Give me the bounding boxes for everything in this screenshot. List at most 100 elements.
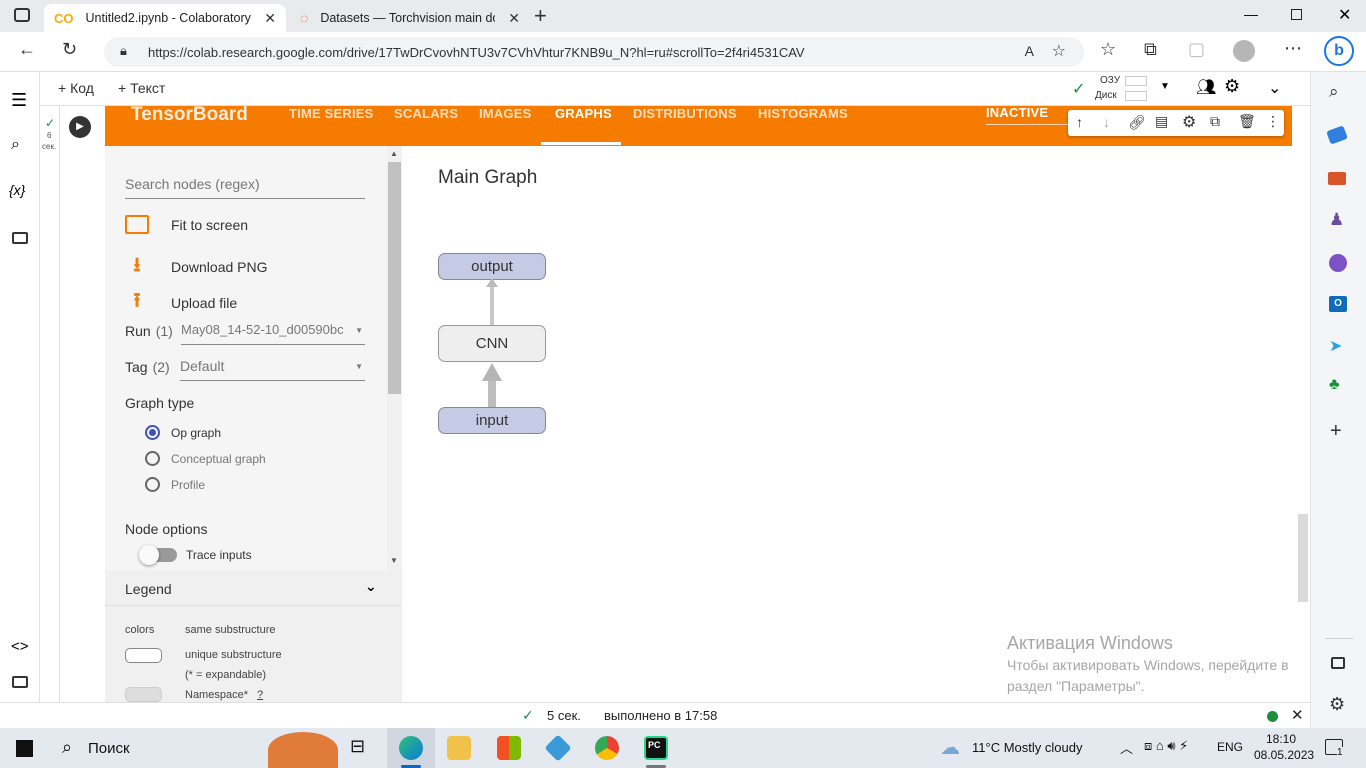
tray-icons[interactable]: ⧈ ⌂ 🔊︎ ⚡︎ [1144,738,1189,753]
new-tab-icon[interactable]: + [534,3,547,28]
telegram-icon[interactable]: ➤ [1329,338,1343,355]
download-png-button[interactable]: ⭳ Download PNG [125,250,268,284]
close-window-icon[interactable]: ✕ [1338,7,1352,24]
avatar[interactable] [1233,40,1255,62]
search-nodes-input[interactable]: Search nodes (regex) [125,176,365,199]
tab-distributions[interactable]: DISTRIBUTIONS [633,106,737,121]
add-text-button[interactable]: + Текст [118,80,166,96]
chevron-up-icon[interactable]: ︿ [1120,741,1134,756]
microsoft365-icon[interactable] [1329,254,1347,272]
scrollbar-thumb[interactable] [388,162,401,394]
variables-icon[interactable]: {x} [9,182,26,198]
page-scrollbar[interactable] [1296,106,1310,702]
terminal-icon[interactable] [12,676,28,688]
legend-help-link[interactable]: ? [257,689,264,701]
toggle-switch[interactable] [139,545,177,565]
chrome-app-icon[interactable] [595,736,619,760]
language-indicator[interactable]: ENG [1217,740,1244,754]
tools-icon[interactable] [1328,172,1346,185]
toc-icon[interactable]: ☰ [11,90,28,110]
tag-select[interactable]: Default ▼ [180,358,365,381]
status-badge[interactable]: INACTIVE [986,106,1049,120]
scrollbar-up-icon[interactable]: ▲ [390,149,398,158]
clock-date[interactable]: 08.05.2023 [1254,748,1315,762]
tab-scalars[interactable]: SCALARS [394,106,459,121]
start-icon[interactable] [16,740,33,757]
run-select[interactable]: May08_14-52-10_d00590bc ▼ [181,322,365,345]
radio-conceptual-graph[interactable]: Conceptual graph [145,451,266,466]
shopping-icon[interactable] [1326,125,1348,145]
favorite-add-icon[interactable]: ☆ [1051,43,1066,60]
tab-histograms[interactable]: HISTOGRAMS [758,106,848,121]
node-cnn[interactable]: CNN [438,325,546,362]
cell-settings-icon[interactable]: ⚙ [1182,114,1197,131]
edge-app-icon[interactable] [399,736,423,760]
search-icon[interactable]: ⌕ [11,136,20,153]
page-scrollbar-thumb[interactable] [1298,514,1308,602]
split-view-icon[interactable] [1331,657,1345,669]
radio-op-graph[interactable]: Op graph [145,425,221,440]
graph-canvas[interactable]: Main Graph output CNN input Активация Wi… [402,146,1292,702]
move-down-icon[interactable]: ↓ [1103,114,1110,130]
link-icon[interactable]: 🔗︎ [1128,114,1146,130]
settings-icon[interactable]: ⚙ [1224,76,1241,96]
weather-text[interactable]: 11°C Mostly cloudy [972,740,1083,755]
restore-icon[interactable] [1291,9,1302,20]
radio-profile[interactable]: Profile [145,477,205,492]
cell-more-icon[interactable]: ⋮ [1266,113,1280,129]
run-cell-button[interactable]: ▶ [69,116,91,138]
tree-icon[interactable]: ♣ [1329,376,1340,393]
add-code-button[interactable]: + Код [58,80,94,96]
chevron-down-icon[interactable]: ⌄ [365,578,377,594]
mirror-icon[interactable]: ⧉ [1210,113,1220,129]
code-snippets-icon[interactable]: <> [11,638,29,655]
scrollbar-down-icon[interactable]: ▼ [390,556,398,565]
tab-colab[interactable]: CO Untitled2.ipynb - Colaboratory ✕ [44,4,286,32]
upload-file-button[interactable]: ⭱ Upload file [125,286,238,320]
extension-icon[interactable]: ▢ [1188,39,1206,59]
edge-settings-icon[interactable]: ⚙ [1329,694,1346,714]
node-input[interactable]: input [438,407,546,434]
outlook-icon[interactable]: O [1329,296,1347,312]
pycharm-app-icon[interactable]: PC [644,736,668,760]
minimize-icon[interactable]: — [1244,6,1258,22]
sidebar-scrollbar[interactable]: ▲ ▼ [387,146,402,570]
search-icon[interactable]: ⌕ [1329,82,1339,101]
move-up-icon[interactable]: ↑ [1076,114,1083,130]
clock-time[interactable]: 18:10 [1266,732,1297,746]
bing-icon[interactable]: b [1324,36,1354,66]
fit-to-screen-button[interactable]: Fit to screen [125,215,248,234]
status-close-icon[interactable]: ✕ [1291,707,1304,724]
url-field[interactable]: 🔒︎ https://colab.research.google.com/dri… [104,37,1084,67]
collapse-icon[interactable]: ⌄ [1268,80,1282,97]
collections-icon[interactable]: ⧉ [1144,39,1157,59]
explorer-app-icon[interactable] [447,736,471,760]
tab-graphs[interactable]: GRAPHS [555,106,612,121]
games-icon[interactable]: ♟ [1329,210,1345,229]
favorites-icon[interactable]: ☆ [1100,39,1117,59]
more-icon[interactable]: ⋯ [1284,38,1302,58]
store-app-icon[interactable] [497,736,521,760]
tab-time-series[interactable]: TIME SERIES [289,106,374,121]
back-icon[interactable]: ← [18,39,36,59]
taskbar-search[interactable]: Поиск [88,740,130,757]
resources-dropdown-icon[interactable]: ▼ [1160,81,1170,92]
node-output[interactable]: output [438,253,546,280]
git-app-icon[interactable] [544,734,572,762]
tab-images[interactable]: IMAGES [479,106,532,121]
task-view-icon[interactable]: ⊟ [350,736,366,756]
taskbar-search-icon[interactable]: ⌕ [62,737,73,757]
close-icon[interactable]: ✕ [508,9,520,26]
tab-torchvision[interactable]: ◌ Datasets — Torchvision main doc ✕ [290,4,530,32]
comment-icon[interactable]: ▤ [1155,113,1169,129]
trace-inputs-toggle[interactable]: Trace inputs [139,545,252,565]
read-aloud-icon[interactable]: A [1024,43,1034,59]
close-icon[interactable]: ✕ [264,9,276,26]
reload-icon[interactable]: ↻ [62,39,78,59]
legend-header[interactable]: Legend ⌄ [105,570,402,606]
share-icon[interactable]: 👥︎ [1196,79,1217,96]
delete-icon[interactable]: 🗑︎ [1238,113,1256,129]
add-icon[interactable]: + [1330,420,1342,442]
tab-actions-icon[interactable] [14,8,30,22]
folder-icon[interactable] [12,232,28,244]
